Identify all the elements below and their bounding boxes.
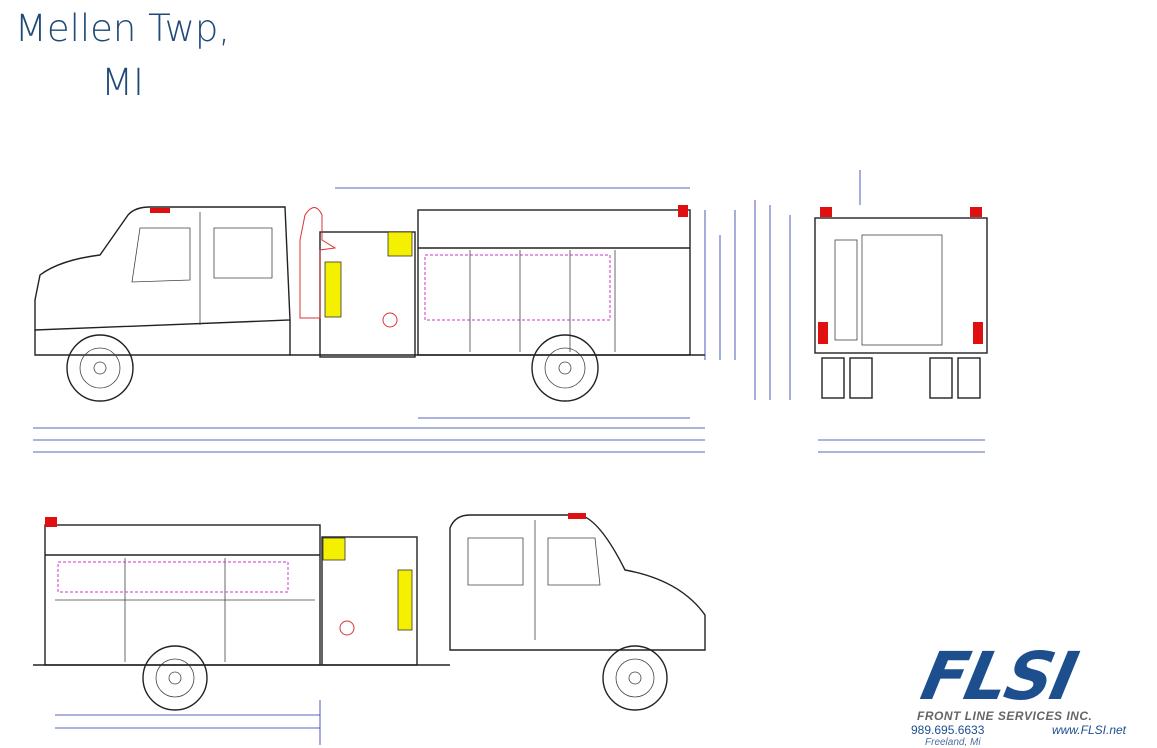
- company-name: FRONT LINE SERVICES INC.: [917, 709, 1093, 723]
- location: Freeland, Mi: [925, 737, 981, 748]
- title-line-1: Mellen Twp,: [14, 7, 231, 50]
- title-line-2: MI: [101, 61, 144, 104]
- side-view-driver: [33, 187, 736, 453]
- website-link[interactable]: www.FLSI.net: [1051, 723, 1126, 737]
- brand-wordmark: FLSI: [914, 638, 1083, 715]
- phone-number: 989.695.6633: [911, 723, 985, 737]
- page-title: Mellen Twp, MI: [0, 2, 245, 110]
- side-view-officer: [33, 513, 706, 745]
- flsi-logo: FLSI FRONT LINE SERVICES INC. 989.695.66…: [905, 638, 1145, 748]
- rear-view: [754, 170, 988, 453]
